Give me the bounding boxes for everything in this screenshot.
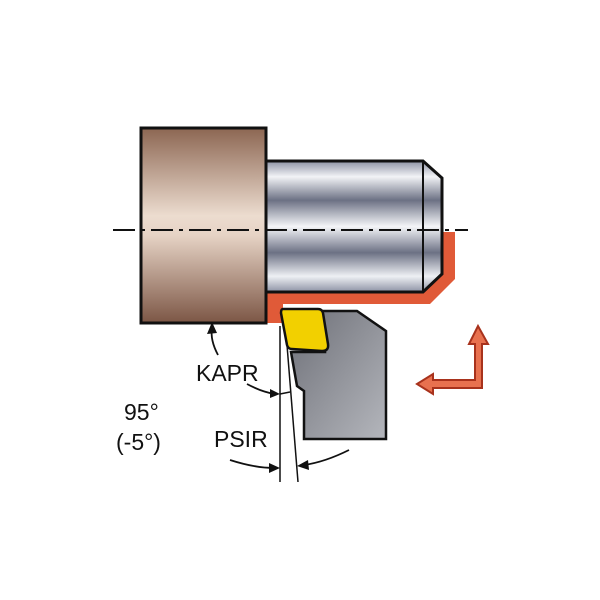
kapr-label: KAPR bbox=[196, 360, 259, 386]
kapr-angle-tick bbox=[279, 391, 291, 395]
machined-surface bbox=[266, 232, 455, 323]
psir-label: PSIR bbox=[214, 426, 268, 452]
kapr-angle-arrowhead-icon bbox=[270, 389, 280, 398]
insert bbox=[279, 307, 330, 353]
angle-secondary-label: (-5°) bbox=[116, 429, 161, 455]
workpiece-body bbox=[139, 126, 268, 325]
workpiece-shaft bbox=[264, 159, 444, 294]
psir-arrowhead-right-icon bbox=[297, 460, 309, 470]
psir-arrowhead-left-icon bbox=[269, 463, 280, 473]
psir-arc-right bbox=[303, 449, 350, 466]
reference-line-cutting-edge bbox=[286, 344, 299, 483]
angle-main-label: 95° bbox=[124, 399, 159, 425]
kapr-arrowhead-icon bbox=[207, 322, 217, 334]
psir-arc-left bbox=[229, 459, 275, 469]
tool-holder bbox=[289, 309, 388, 441]
feed-direction-arrows-icon bbox=[415, 323, 490, 396]
